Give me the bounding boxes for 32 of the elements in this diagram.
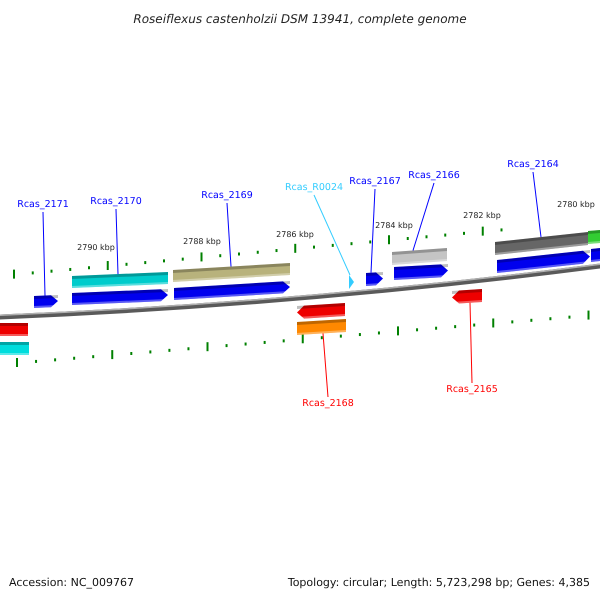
scale-label: 2780 kbp [557, 200, 595, 210]
accession-text: Accession: NC_009767 [9, 575, 134, 591]
leader-line [42, 212, 46, 296]
gene-feature [392, 248, 447, 265]
leader-line [470, 302, 472, 384]
gene-feature [495, 232, 588, 255]
gene-label: Rcas_2167 [349, 176, 401, 188]
gene-label: Rcas_R0024 [284, 182, 344, 194]
leader-line [226, 202, 232, 268]
scale-label: 2788 kbp [183, 237, 221, 247]
gene-feature [349, 275, 354, 289]
gene-label: Rcas_2165 [446, 384, 498, 396]
leader-line [370, 188, 376, 274]
gene-label: Rcas_2170 [90, 196, 142, 208]
gene-label: Rcas_2171 [17, 199, 69, 211]
leader-line [116, 208, 118, 275]
leader-line [322, 332, 328, 398]
gene-label: Rcas_2168 [302, 398, 354, 410]
title: Roseiflexus castenholzii DSM 13941, complete genome [132, 11, 468, 28]
gene-feature [34, 295, 58, 308]
gene-feature [452, 289, 482, 304]
genome-summary-text: Topology: circular; Length: 5,723,298 bp; Genes: 4,385 [288, 575, 590, 591]
gene-feature [173, 263, 290, 282]
gene-feature [297, 319, 346, 335]
leader-line [532, 172, 542, 238]
gene-feature [366, 272, 383, 286]
leader-line [314, 194, 350, 276]
gene-label: Rcas_2169 [201, 190, 253, 202]
gene-feature [72, 272, 168, 288]
leader-line [412, 182, 434, 251]
gene-label: Rcas_2164 [507, 159, 559, 171]
gene-label: Rcas_2166 [408, 170, 460, 182]
